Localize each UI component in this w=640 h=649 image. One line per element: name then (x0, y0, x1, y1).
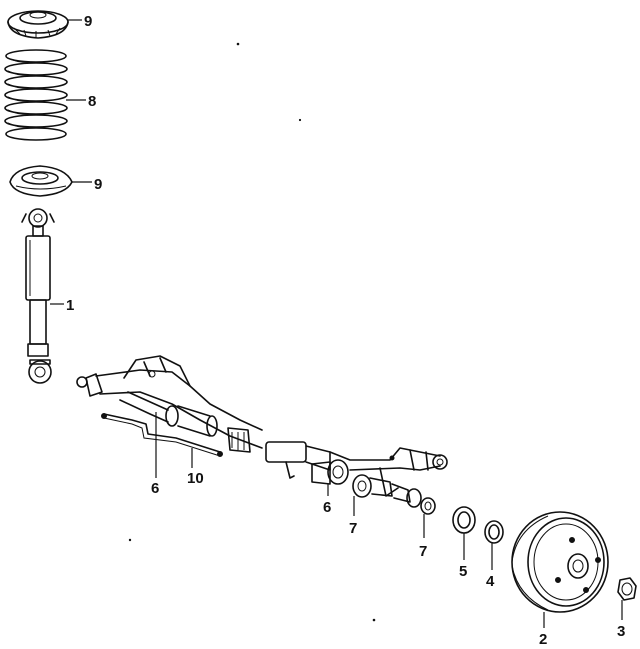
callout-10: 10 (187, 470, 204, 487)
callout-5: 5 (459, 563, 467, 580)
callout-9-top: 9 (84, 13, 92, 30)
bushing-right (311, 459, 349, 485)
washer (484, 520, 504, 544)
callout-7-left: 7 (349, 520, 357, 537)
callout-4: 4 (486, 573, 495, 590)
lower-spring-seat (9, 165, 73, 197)
callout-8: 8 (88, 93, 96, 110)
coil-spring (4, 49, 68, 141)
bearing-right (406, 488, 436, 515)
callout-2: 2 (539, 631, 547, 648)
callout-1: 1 (66, 297, 74, 314)
callout-6-left: 6 (151, 480, 159, 497)
shock-absorber (21, 208, 55, 384)
callout-3: 3 (617, 623, 625, 640)
grease-seal (452, 506, 476, 534)
bearing-left (352, 474, 411, 503)
callout-7-right: 7 (419, 543, 427, 560)
callout-9-mid: 9 (94, 176, 102, 193)
brake-drum (511, 511, 609, 613)
callout-6-right: 6 (323, 499, 331, 516)
rear-axle-beam (76, 355, 448, 497)
upper-spring-seat (7, 10, 69, 39)
stabilizer-rod (101, 413, 223, 457)
scan-specks (128, 42, 376, 622)
hub-nut (617, 577, 637, 601)
